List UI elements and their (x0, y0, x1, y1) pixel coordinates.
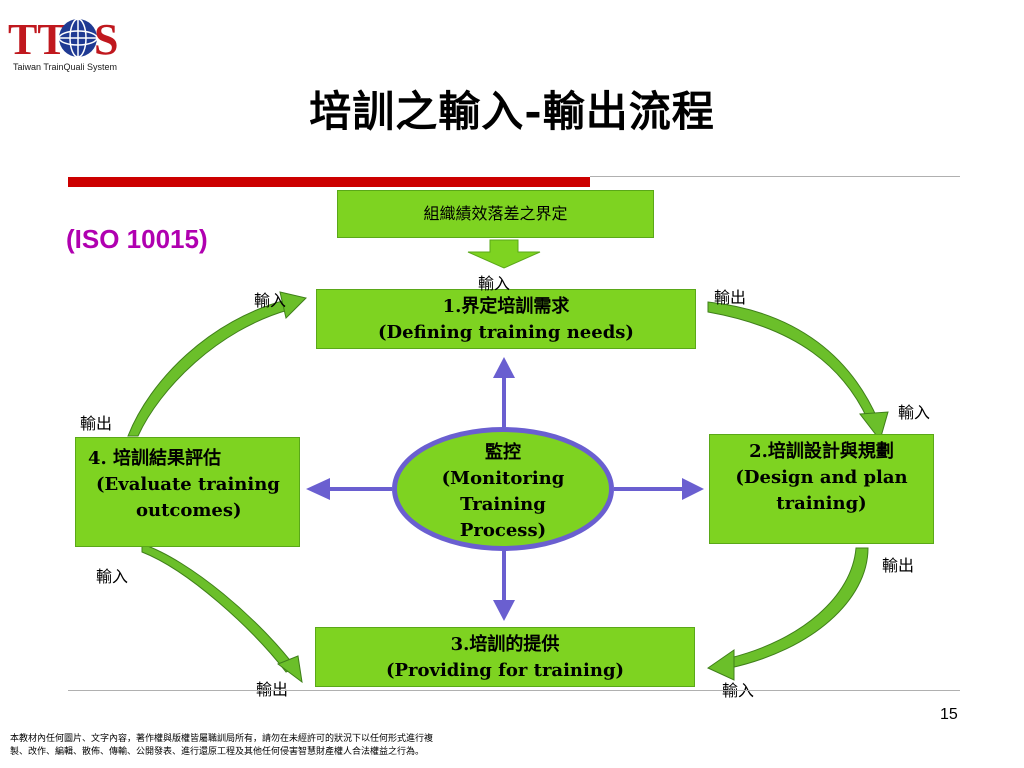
globe-icon (58, 18, 98, 58)
label-right-output: 輸出 (882, 556, 915, 575)
label-left-output: 輸出 (80, 414, 113, 433)
curve-top-right-head (859, 411, 889, 442)
monitor-line-4: Process) (459, 520, 547, 541)
page-title: 培訓之輸入-輸出流程 (309, 87, 715, 136)
step2-box: 2.培訓設計與規劃 (Design and plan training) (709, 434, 934, 544)
footer-line-2: 製、改作、編輯、散佈、傳輸、公開發表、進行還原工程及其他任何侵害智慧財產權人合法… (10, 747, 425, 757)
iso-label: (ISO 10015) (66, 224, 208, 254)
label-top-left-input: 輸入 (254, 291, 287, 310)
performance-gap-box: 組織績效落差之界定 (337, 190, 654, 238)
footer-line-1: 本教材內任何圖片、文字內容，著作權與版權皆屬職訓局所有，請勿在未經許可的狀況下以… (10, 734, 434, 744)
ttqs-logo: TT S (8, 15, 118, 64)
step2-subtitle-1: (Design and plan (735, 467, 908, 488)
purple-arrows (306, 357, 704, 621)
monitoring-ellipse: 監控 (Monitoring Training Process) (392, 427, 614, 551)
monitor-line-3: Training (460, 494, 546, 515)
label-top-right-output: 輸出 (714, 288, 747, 307)
label-top-input: 輸入 (478, 274, 511, 293)
curve-bottom-left-head (276, 655, 303, 684)
monitor-title: 監控 (485, 442, 521, 463)
label-bottom-left-output: 輸出 (256, 680, 289, 699)
down-block-arrow (467, 239, 541, 269)
title-divider (590, 176, 960, 177)
arrow-up-to-box1 (493, 357, 515, 378)
step1-title: 1.界定培訓需求 (442, 296, 570, 317)
step3-subtitle: (Providing for training) (385, 660, 625, 681)
green-curved-arrows (127, 291, 889, 684)
step1-box: 1.界定培訓需求 (Defining training needs) (316, 289, 696, 349)
step3-title: 3.培訓的提供 (450, 634, 560, 655)
step3-box: 3.培訓的提供 (Providing for training) (315, 627, 695, 687)
curve-top-right (707, 301, 879, 421)
curve-bottom-left (141, 543, 297, 673)
arrow-down-to-box3 (493, 600, 515, 621)
arrow-right-to-box2 (682, 478, 704, 500)
label-bottom-right-input: 輸入 (722, 681, 755, 700)
curve-top-left-head (279, 291, 307, 319)
curve-bottom-right (729, 547, 869, 669)
logo-t-letters: TT (8, 15, 67, 64)
curve-bottom-right-head (706, 649, 735, 681)
bottom-divider (68, 690, 960, 691)
page-number: 15 (940, 706, 958, 723)
title-red-bar (68, 177, 590, 187)
step1-subtitle: (Defining training needs) (378, 322, 634, 343)
step4-box: 4. 培訓結果評估 (Evaluate training outcomes) (75, 437, 300, 547)
monitor-line-2: (Monitoring (441, 468, 565, 489)
logo-s-letter: S (94, 15, 118, 64)
step4-subtitle-2: outcomes) (136, 500, 242, 521)
copyright-footer: 本教材內任何圖片、文字內容，著作權與版權皆屬職訓局所有，請勿在未經許可的狀況下以… (10, 733, 433, 759)
curve-top-left (127, 299, 289, 437)
step4-title: 4. 培訓結果評估 (88, 448, 222, 469)
step2-subtitle-2: training) (776, 493, 867, 514)
label-left-input: 輸入 (96, 567, 129, 586)
step2-title: 2.培訓設計與規劃 (749, 441, 894, 462)
step4-subtitle-1: (Evaluate training (96, 474, 280, 495)
logo-subtitle: Taiwan TrainQuali System (12, 62, 118, 72)
arrow-left-to-box4 (306, 478, 330, 500)
label-right-input: 輸入 (898, 403, 931, 422)
